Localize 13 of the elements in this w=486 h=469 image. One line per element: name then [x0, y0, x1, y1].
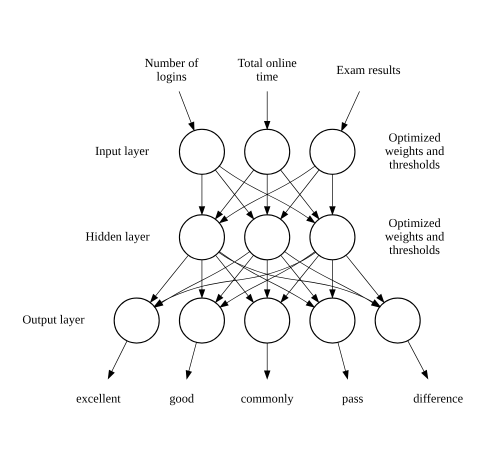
- node-text: excellent: [76, 390, 121, 405]
- label: Output layer: [22, 312, 84, 326]
- node-text: Number of logins: [144, 56, 199, 84]
- label: Input layer: [95, 143, 150, 158]
- label: Optimized weights and thresholds: [384, 215, 444, 256]
- node-text: Exam results: [336, 62, 401, 76]
- label: Optimized weights and thresholds: [384, 130, 444, 171]
- node-text: difference: [413, 390, 464, 405]
- node-text: good: [169, 390, 194, 405]
- node-text: pass: [342, 390, 364, 405]
- node-text: commonly: [240, 390, 294, 405]
- node-text: Total online time: [238, 56, 297, 84]
- label: Hidden layer: [85, 228, 150, 243]
